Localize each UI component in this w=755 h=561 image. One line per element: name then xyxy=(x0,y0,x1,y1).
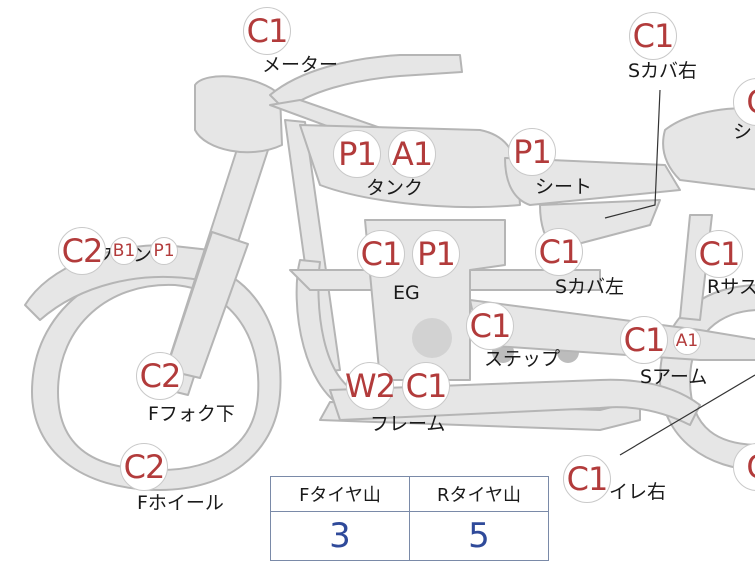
damage-code-badge: C2 xyxy=(58,227,106,275)
part-label: Fホイール xyxy=(137,492,224,514)
part-label: タンク xyxy=(366,177,424,199)
front-tire-header: Fタイヤ山 xyxy=(270,476,410,512)
engine-cover-shape xyxy=(412,318,452,358)
damage-code-badge: C1 xyxy=(535,228,583,276)
damage-code-badge: A1 xyxy=(388,130,436,178)
damage-code-badge: C2 xyxy=(136,352,184,400)
rear-tail-shape xyxy=(662,107,755,191)
damage-code-badge: C1 xyxy=(563,455,611,503)
part-label: Sカバ右 xyxy=(628,60,698,82)
damage-code-badge: C1 xyxy=(620,316,668,364)
damage-code-badge: C1 xyxy=(695,230,743,278)
headlight-shape xyxy=(194,75,283,154)
front-fork-lower-shape xyxy=(165,231,249,379)
damage-code-badge: C1 xyxy=(466,302,514,350)
part-label: Sカバ左 xyxy=(555,276,625,298)
rear-tire-value: 5 xyxy=(409,511,549,561)
part-label: EG xyxy=(393,282,420,304)
part-label: シート xyxy=(535,176,593,198)
damage-code-badge: B1 xyxy=(110,237,138,265)
tire-depth-table: Fタイヤ山 Rタイヤ山 3 5 xyxy=(270,476,549,561)
part-label: Rサス xyxy=(707,276,755,298)
part-label: ステップ xyxy=(484,348,561,370)
rear-tire-header: Rタイヤ山 xyxy=(409,476,549,512)
damage-code-badge: C1 xyxy=(629,12,677,60)
leader-line-side-cover-right xyxy=(604,89,661,219)
damage-code-badge: W2 xyxy=(345,362,396,410)
part-label: メーター xyxy=(262,54,339,76)
damage-code-badge: A1 xyxy=(673,327,701,355)
damage-code-badge: C1 xyxy=(243,7,291,55)
handlebar-shape xyxy=(269,54,463,111)
damage-code-badge: C1 xyxy=(402,362,450,410)
part-label: シ xyxy=(733,121,753,143)
part-label: フレーム xyxy=(370,413,446,435)
damage-code-badge: C1 xyxy=(357,230,405,278)
part-label: Sアーム xyxy=(640,366,708,388)
damage-code-badge: P1 xyxy=(150,237,178,265)
front-tire-value: 3 xyxy=(270,511,410,561)
part-label: Fフォク下 xyxy=(148,403,235,425)
damage-code-badge: P1 xyxy=(508,128,556,176)
damage-code-badge: P1 xyxy=(412,230,460,278)
damage-code-badge: C2 xyxy=(120,443,168,491)
leader-line-silencer xyxy=(619,374,755,456)
damage-code-badge: P1 xyxy=(333,130,381,178)
